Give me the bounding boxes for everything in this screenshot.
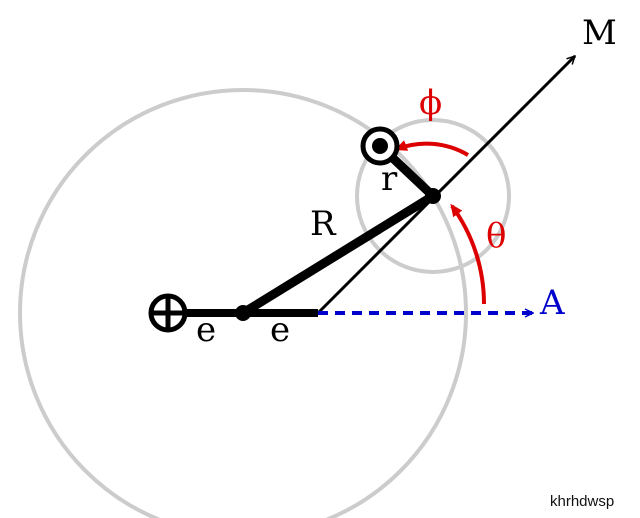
joint-crank bbox=[235, 305, 251, 321]
label-R: R bbox=[310, 204, 337, 244]
direction-line-M bbox=[316, 56, 575, 315]
large-circle bbox=[18, 88, 468, 518]
theta-arc bbox=[450, 203, 486, 305]
circle-dot-icon bbox=[360, 126, 400, 166]
label-phi: ϕ bbox=[419, 83, 442, 123]
label-e-left: e bbox=[196, 310, 216, 350]
label-theta: θ bbox=[486, 216, 506, 256]
circle-plus-icon bbox=[148, 293, 188, 333]
label-M: M bbox=[582, 13, 617, 53]
label-e-right: e bbox=[270, 310, 290, 350]
phi-arc bbox=[394, 140, 470, 157]
watermark: khrhdwsp bbox=[550, 493, 614, 510]
label-A: A bbox=[539, 283, 565, 323]
joint-elbow bbox=[425, 188, 441, 204]
label-r: r bbox=[381, 159, 398, 199]
small-circle bbox=[355, 118, 511, 274]
link-R bbox=[238, 191, 438, 318]
